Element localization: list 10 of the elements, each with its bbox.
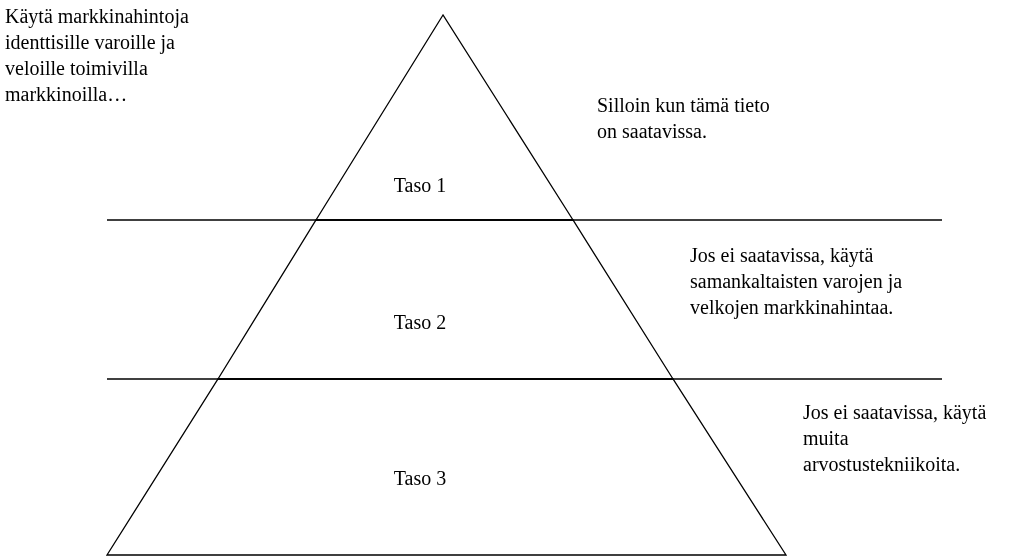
level-description: Jos ei saatavissa, käytä samankaltaisten varojen ja velkojen markkinahintaa. xyxy=(690,243,904,320)
level-description: Jos ei saatavissa, käytä muita arvostustekniikoita. xyxy=(803,400,988,477)
pyramid-level xyxy=(107,379,786,555)
pyramid-level xyxy=(316,15,573,220)
pyramid-level xyxy=(218,220,673,379)
level-label: Taso 3 xyxy=(393,466,447,491)
level-label: Taso 1 xyxy=(393,173,447,198)
level-description: Silloin kun tämä tieto on saatavissa. xyxy=(597,93,771,144)
level-label: Taso 2 xyxy=(393,310,447,335)
note-text: Käytä markkinahintoja identtisille varoille ja veloille toimivilla markkinoilla… xyxy=(5,4,190,107)
